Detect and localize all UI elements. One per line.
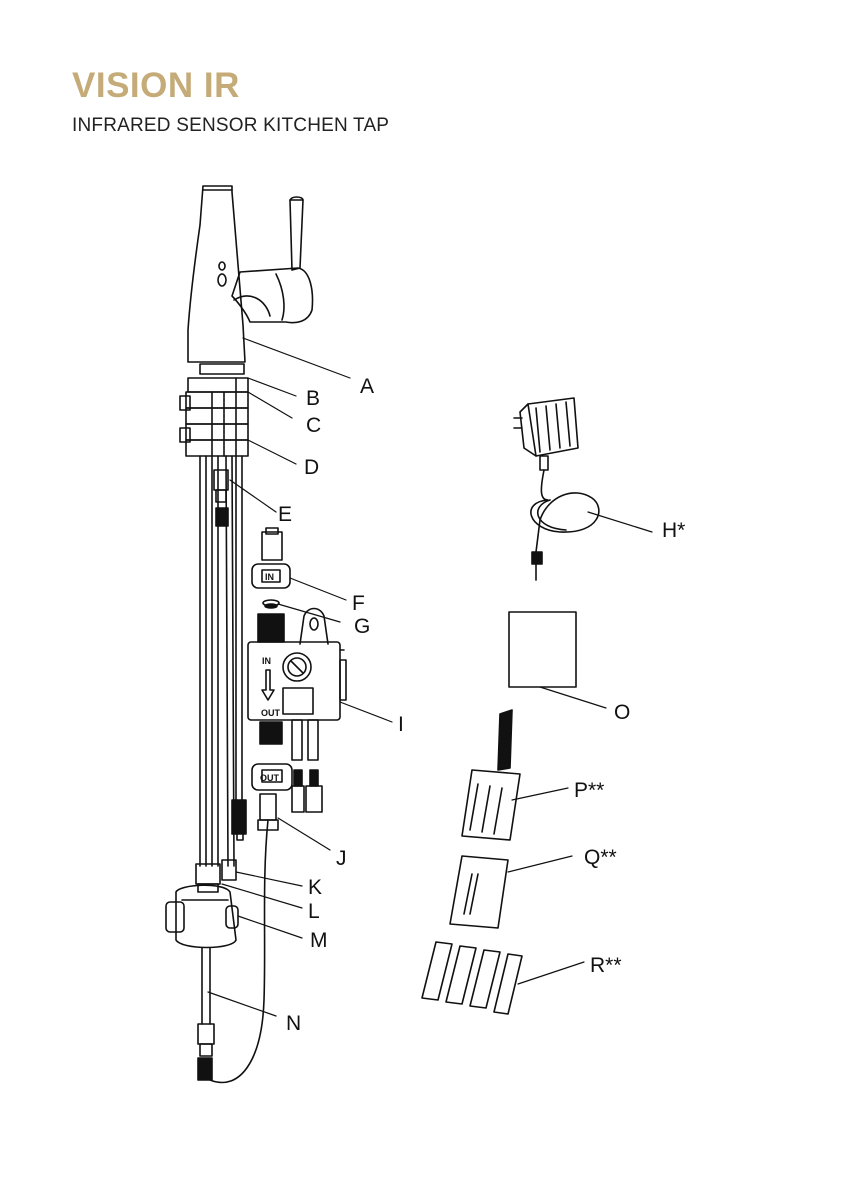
batteries <box>422 942 522 1014</box>
hose-nuts <box>196 860 236 892</box>
label-l: L <box>308 900 320 923</box>
label-k: K <box>308 876 322 899</box>
in-connector-label: IN <box>265 572 274 582</box>
mounting-assembly <box>180 364 248 456</box>
label-e: E <box>278 503 292 526</box>
washer <box>263 600 279 608</box>
sensor-pad <box>509 612 576 687</box>
label-a: A <box>360 375 374 398</box>
label-d: D <box>304 456 319 479</box>
leader-lines <box>208 338 652 1016</box>
label-r: R** <box>590 954 622 977</box>
label-f: F <box>352 592 365 615</box>
label-b: B <box>306 387 320 410</box>
battery-cover <box>450 856 508 928</box>
hose-weight <box>166 885 238 947</box>
label-n: N <box>286 1012 301 1035</box>
control-box-out-label: OUT <box>261 708 281 718</box>
label-j: J <box>336 847 347 870</box>
out-connector-label: OUT <box>260 773 280 783</box>
label-h: H* <box>662 519 685 542</box>
label-q: Q** <box>584 846 617 869</box>
pull-out-hose <box>198 800 268 1082</box>
label-c: C <box>306 414 321 437</box>
tap-body <box>188 186 312 362</box>
label-m: M <box>310 929 328 952</box>
label-o: O <box>614 701 630 724</box>
control-box-in-label: IN <box>262 656 271 666</box>
power-adapter <box>514 398 599 580</box>
label-i: I <box>398 713 404 736</box>
label-g: G <box>354 615 370 638</box>
battery-holder <box>462 710 520 840</box>
label-p: P** <box>574 779 604 802</box>
